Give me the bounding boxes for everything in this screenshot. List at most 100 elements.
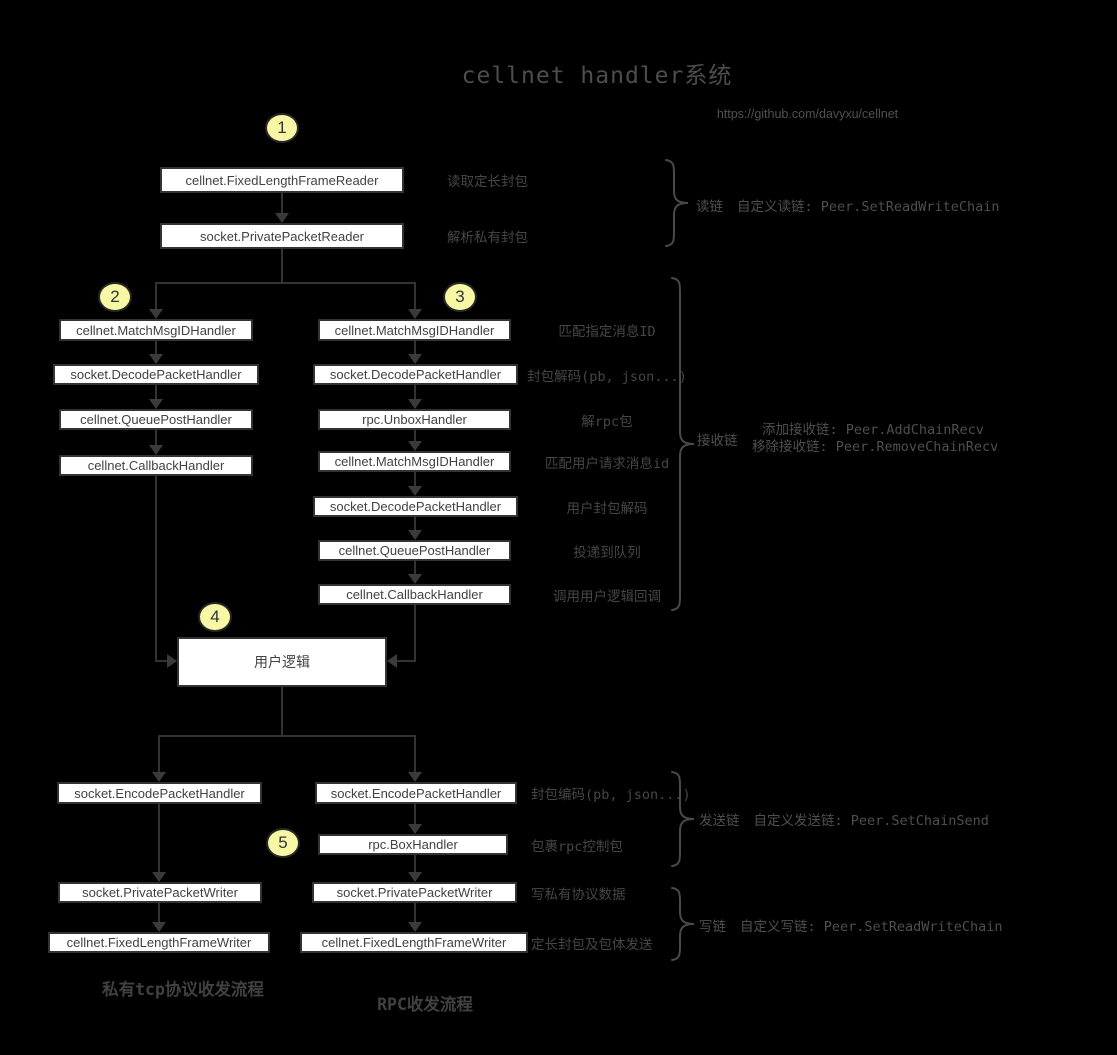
write-chain-note: 自定义写链: Peer.SetReadWriteChain: [740, 919, 1003, 935]
arrowhead: [408, 824, 422, 834]
send-chain-brace: [671, 771, 695, 867]
connector: [155, 282, 416, 284]
connector: [414, 472, 416, 486]
step-badge-2: 2: [98, 282, 132, 312]
node-privatepacketreader: socket.PrivatePacketReader: [160, 223, 404, 249]
node-writeright-privatepacketwriter: socket.PrivatePacketWriter: [312, 882, 517, 903]
node-writeleft-fixedlengthframewriter: cellnet.FixedLengthFrameWriter: [48, 932, 270, 953]
node-recvleft-callback: cellnet.CallbackHandler: [59, 455, 253, 476]
note-read-private: 解析私有封包: [447, 230, 528, 246]
arrowhead: [408, 922, 422, 932]
connector: [414, 341, 416, 354]
write-chain-brace: [671, 887, 695, 961]
receive-chain-brace: [671, 277, 695, 611]
node-writeright-fixedlengthframewriter: cellnet.FixedLengthFrameWriter: [300, 932, 528, 953]
connector: [414, 561, 416, 574]
note-read-fixed: 读取定长封包: [447, 174, 528, 190]
node-sendleft-encodepacket: socket.EncodePacketHandler: [57, 782, 262, 804]
connector: [155, 385, 157, 399]
connector: [414, 736, 416, 772]
connector: [155, 283, 157, 309]
read-chain-label-row: 读链 自定义读链: Peer.SetReadWriteChain: [696, 196, 1000, 215]
step-badge-1: 1: [265, 113, 299, 143]
node-fixedlengthframereader: cellnet.FixedLengthFrameReader: [160, 167, 404, 193]
connector: [281, 193, 283, 213]
arrowhead: [408, 354, 422, 364]
receive-chain-note-remove: 移除接收链: Peer.RemoveChainRecv: [752, 439, 999, 455]
connector: [414, 517, 416, 530]
note-recvright-7: 调用用户逻辑回调: [553, 588, 661, 605]
send-chain-note: 自定义发送链: Peer.SetChainSend: [753, 813, 989, 829]
connector: [397, 660, 416, 662]
connector: [281, 687, 283, 737]
node-user-logic: 用户逻辑: [177, 637, 387, 687]
note-recvright-1: 匹配指定消息ID: [558, 324, 656, 340]
connector: [155, 430, 157, 445]
send-chain-label-row: 发送链 自定义发送链: Peer.SetChainSend: [699, 810, 989, 829]
step-badge-5: 5: [266, 828, 300, 858]
arrowhead: [152, 772, 166, 782]
receive-chain-label: 接收链: [697, 433, 738, 449]
connector: [414, 605, 416, 662]
note-recvright-4: 匹配用户请求消息id: [544, 455, 670, 472]
node-recvleft-matchmsgid: cellnet.MatchMsgIDHandler: [59, 319, 253, 341]
connector: [158, 903, 160, 922]
connector: [414, 430, 416, 441]
receive-chain-note-add: 添加接收链: Peer.AddChainRecv: [762, 422, 984, 438]
arrowhead: [408, 309, 422, 319]
arrowhead: [408, 441, 422, 451]
arrowhead: [387, 654, 397, 668]
arrowhead: [149, 354, 163, 364]
node-recvright-callback: cellnet.CallbackHandler: [318, 584, 511, 605]
node-recvright-matchmsgid-2: cellnet.MatchMsgIDHandler: [318, 451, 511, 472]
read-chain-label: 读链: [696, 199, 723, 215]
connector: [414, 385, 416, 399]
arrowhead: [408, 486, 422, 496]
note-write-fixed: 定长封包及包体发送: [531, 936, 653, 953]
arrowhead: [152, 922, 166, 932]
node-recvright-queuepost: cellnet.QueuePostHandler: [318, 540, 511, 561]
node-writeleft-privatepacketwriter: socket.PrivatePacketWriter: [58, 882, 262, 903]
note-recvright-6: 投递到队列: [573, 544, 641, 561]
step-badge-4: 4: [198, 602, 232, 632]
github-link[interactable]: https://github.com/davyxu/cellnet: [716, 107, 899, 121]
arrowhead: [152, 872, 166, 882]
note-write-private: 写私有协议数据: [531, 886, 626, 903]
connector: [414, 283, 416, 309]
footer-private-tcp-flow: 私有tcp协议收发流程: [102, 980, 264, 999]
step-badge-3: 3: [443, 282, 477, 312]
note-recvright-5: 用户封包解码: [566, 500, 648, 517]
send-chain-label: 发送链: [699, 813, 740, 829]
connector: [155, 660, 167, 662]
arrowhead: [408, 530, 422, 540]
note-send-box: 包裹rpc控制包: [531, 838, 623, 855]
node-recvright-decodepacket-1: socket.DecodePacketHandler: [313, 364, 518, 385]
node-sendright-boxhandler: rpc.BoxHandler: [318, 834, 508, 855]
arrowhead: [408, 772, 422, 782]
connector: [155, 476, 157, 662]
arrowhead: [275, 213, 289, 223]
note-send-encode: 封包编码(pb, json...): [531, 787, 691, 803]
arrowhead: [149, 399, 163, 409]
read-chain-note: 自定义读链: Peer.SetReadWriteChain: [737, 199, 1000, 215]
connector: [281, 249, 283, 283]
connector: [414, 903, 416, 922]
node-recvright-matchmsgid-1: cellnet.MatchMsgIDHandler: [318, 319, 511, 341]
receive-chain-label-row: 接收链: [697, 430, 738, 449]
read-chain-brace: [665, 159, 689, 247]
arrowhead: [408, 574, 422, 584]
page-title: cellnet handler系统: [461, 63, 733, 89]
node-recvleft-decodepacket: socket.DecodePacketHandler: [53, 364, 259, 385]
receive-chain-notes: 添加接收链: Peer.AddChainRecv 移除接收链: Peer.Rem…: [752, 422, 998, 456]
node-recvleft-queuepost: cellnet.QueuePostHandler: [59, 409, 253, 430]
connector: [414, 804, 416, 824]
node-recvright-unbox: rpc.UnboxHandler: [318, 409, 511, 430]
write-chain-label: 写链: [699, 919, 726, 935]
node-recvright-decodepacket-2: socket.DecodePacketHandler: [313, 496, 518, 517]
arrowhead: [167, 654, 177, 668]
arrowhead: [149, 445, 163, 455]
arrowhead: [408, 399, 422, 409]
connector: [414, 855, 416, 872]
connector: [158, 736, 160, 772]
